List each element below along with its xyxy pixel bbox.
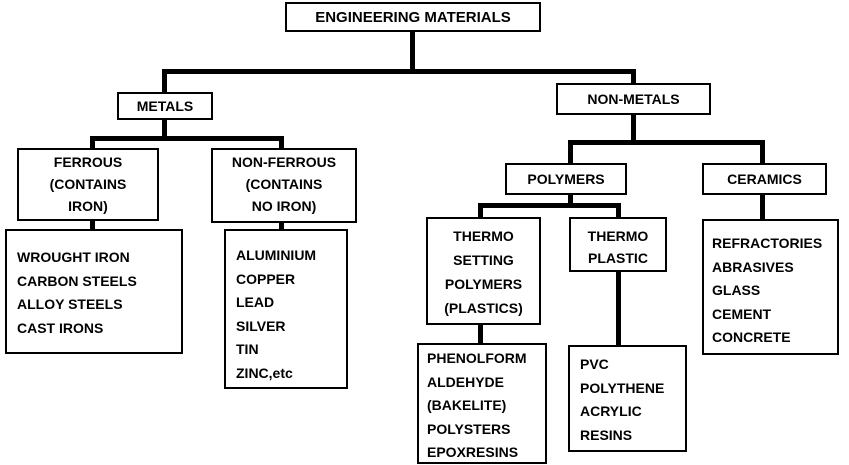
list-item: ACRYLIC (580, 403, 642, 419)
connector-to-non-ferrous (279, 136, 284, 150)
list-item: ZINC,etc (236, 364, 293, 381)
connector-non-ferrous-down (279, 221, 284, 231)
connector-metals-horizontal (90, 136, 284, 141)
node-label-line: NON-FERROUS (231, 154, 337, 170)
node-label-line: THERMO (453, 228, 514, 244)
connector-ferrous-down (90, 219, 95, 231)
node-label-line: (CONTAINS (49, 176, 127, 192)
connector-ceramics-down (760, 193, 765, 219)
node-label: ENGINEERING MATERIALS (315, 9, 511, 26)
connector-to-ceramics (760, 140, 765, 165)
connector-thermosetting-down (478, 323, 483, 345)
connector-polymers-horizontal (478, 203, 621, 208)
item-list: WROUGHT IRON CARBON STEELS ALLOY STEELS … (17, 246, 137, 340)
list-item: ABRASIVES (712, 258, 794, 275)
node-label-line: (CONTAINS (245, 176, 323, 192)
connector-to-metals (162, 69, 167, 93)
list-item: CONCRETE (712, 329, 791, 345)
connector-to-thermosetting (478, 203, 483, 218)
item-list: PHENOLFORM ALDEHYDE (BAKELITE) POLYSTERS… (427, 347, 527, 465)
connector-non-metals-down (631, 113, 636, 143)
list-item: ALUMINIUM (236, 247, 317, 263)
node-non-ferrous: NON-FERROUS (CONTAINS NO IRON) (211, 148, 357, 223)
list-item: CARBON STEELS (17, 272, 137, 289)
list-item: REFRACTORIES (712, 235, 823, 251)
list-item: (BAKELITE) (427, 397, 507, 413)
item-list: REFRACTORIES ABRASIVES GLASS CEMENT CONC… (712, 232, 822, 350)
connector-non-metals-horizontal (568, 140, 765, 145)
connector-to-ferrous (90, 136, 95, 150)
node-label: POLYMERS (527, 171, 605, 187)
connector-to-thermoplastic (616, 203, 621, 218)
list-item: POLYSTERS (427, 420, 511, 437)
node-ferrous: FERROUS (CONTAINS IRON) (17, 148, 159, 221)
list-item: RESINS (580, 426, 633, 443)
connector-to-polymers (568, 140, 573, 165)
list-item: LEAD (236, 294, 275, 310)
node-label-line: PLASTIC (588, 250, 648, 266)
connector-root-horizontal (162, 69, 636, 74)
node-ceramics: CERAMICS (702, 163, 827, 195)
node-label-line: SETTING (453, 252, 514, 268)
node-polymers: POLYMERS (505, 163, 627, 195)
list-item: GLASS (712, 282, 761, 298)
item-list: ALUMINIUM COPPER LEAD SILVER TIN ZINC,et… (236, 244, 316, 385)
node-ferrous-list: WROUGHT IRON CARBON STEELS ALLOY STEELS … (5, 229, 183, 354)
list-item: CAST IRONS (17, 319, 104, 336)
connector-to-non-metals (631, 69, 636, 84)
node-label-line: THERMO (587, 228, 649, 244)
list-item: EPOXRESINS (427, 444, 519, 460)
node-label-line: FERROUS (53, 154, 123, 170)
connector-metals-down (162, 118, 167, 138)
connector-thermoplastic-down (616, 270, 621, 347)
node-label: METALS (136, 98, 194, 114)
list-item: POLYTHENE (580, 379, 665, 396)
list-item: TIN (236, 341, 259, 357)
node-label: CERAMICS (727, 171, 802, 187)
list-item: WROUGHT IRON (17, 249, 130, 265)
node-thermoplastic: THERMO PLASTIC (569, 217, 667, 272)
list-item: CEMENT (712, 305, 772, 322)
node-metals: METALS (117, 92, 213, 120)
node-label-line: POLYMERS (444, 276, 523, 292)
node-label-line: (PLASTICS) (444, 300, 523, 316)
list-item: ALDEHYDE (427, 373, 505, 390)
node-thermosetting-list: PHENOLFORM ALDEHYDE (BAKELITE) POLYSTERS… (417, 343, 547, 464)
node-engineering-materials: ENGINEERING MATERIALS (285, 2, 541, 32)
list-item: COPPER (236, 270, 296, 287)
item-list: PVC POLYTHENE ACRYLIC RESINS (580, 353, 664, 447)
node-thermosetting: THERMO SETTING POLYMERS (PLASTICS) (426, 217, 541, 325)
list-item: SILVER (236, 317, 286, 334)
node-label-line: IRON) (68, 198, 108, 214)
node-non-metals: NON-METALS (556, 83, 711, 115)
list-item: PHENOLFORM (427, 350, 527, 366)
connector-polymers-down (568, 193, 573, 205)
connector-root-down (410, 30, 415, 71)
node-non-ferrous-list: ALUMINIUM COPPER LEAD SILVER TIN ZINC,et… (224, 229, 348, 389)
node-label: NON-METALS (587, 91, 680, 107)
list-item: ALLOY STEELS (17, 296, 123, 312)
node-label-line: NO IRON) (251, 198, 317, 214)
node-thermoplastic-list: PVC POLYTHENE ACRYLIC RESINS (568, 345, 687, 452)
node-ceramics-list: REFRACTORIES ABRASIVES GLASS CEMENT CONC… (702, 219, 839, 355)
list-item: PVC (580, 356, 609, 372)
